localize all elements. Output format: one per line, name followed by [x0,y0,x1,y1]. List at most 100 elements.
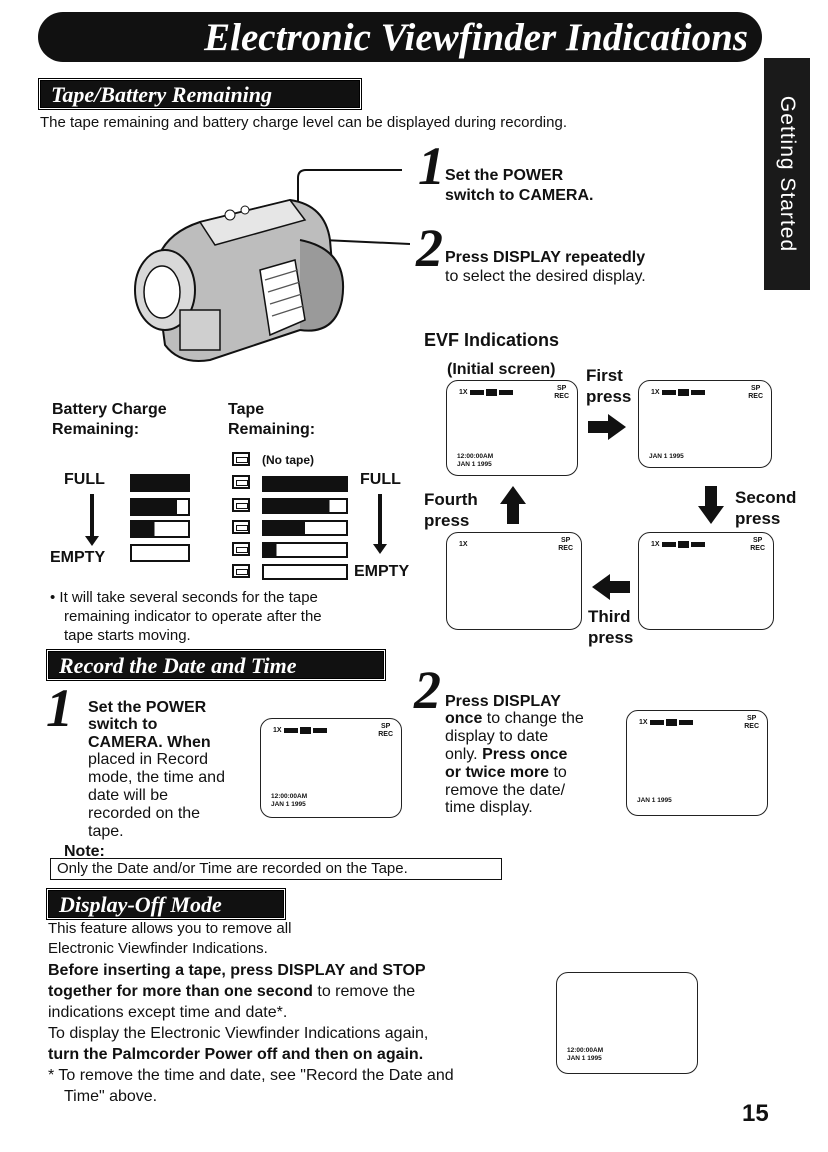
record-step-2-l3: display to date [445,728,549,745]
note-label: Note: [64,843,105,860]
tape-level-4 [262,542,348,558]
tape-icon-4 [232,542,250,556]
tape-label-1: Tape [228,401,265,418]
evf-rec: REC [750,545,765,552]
tape-note-line3: tape starts moving. [64,627,191,644]
step-1-number: 1 [418,136,445,196]
evf-third-label: Third [588,607,631,626]
evf-rec: REC [748,393,763,400]
arrow-down-icon [698,486,724,524]
arrow-right-icon [588,414,626,440]
side-tab: Getting Started [764,58,810,290]
evf-second-label: Second [735,488,797,507]
arrow-up-icon [500,486,526,524]
page-title: Electronic Viewfinder Indications [204,15,748,59]
record-step-1-l6: date will be [88,787,169,804]
evf-first-label: First [586,366,623,385]
battery-full-label: FULL [64,471,105,488]
tape-note-line2: remaining indicator to operate after the [64,608,322,625]
step-2-text: to select the desired display. [445,268,646,285]
step-1-line2: switch to CAMERA. [445,187,594,204]
evf-zoom: 1X [651,541,660,548]
tape-label-2: Remaining: [228,421,316,438]
record-step-2-once: once [445,710,483,727]
step-1-line1: Set the POWER [445,167,564,184]
battery-label-2: Remaining: [52,421,140,438]
record-step-2-l5: or twice more to [445,764,567,782]
evf-fourth-label: Fourth [424,490,478,509]
step-2-bold: Press DISPLAY repeatedly [445,249,646,266]
evf-sp: SP [380,723,391,730]
evf-date: JAN 1 1995 [637,797,672,804]
record-step-1-l3: CAMERA. When [88,734,211,751]
record-step-2-head: Press DISPLAY [445,693,561,710]
evf-zoom: 1X [459,389,468,396]
section-heading-tape-battery: Tape/Battery Remaining [38,78,362,110]
display-off-p4: together for more than one second to rem… [48,983,415,1001]
no-tape-text: (No tape) [262,453,314,467]
record-step-1-l8: tape. [88,823,124,840]
tape-empty-label: EMPTY [354,563,410,580]
evf-initial-status-row: 1X [459,389,513,396]
evf-time: 12:00:00AM [567,1047,604,1054]
battery-down-arrow [85,494,99,546]
tape-full-label: FULL [360,471,401,488]
tape-level-2 [262,498,348,514]
display-off-p5: indications except time and date*. [48,1004,288,1021]
tape-level-3 [262,520,348,536]
record-step-1-head: Set the POWER [88,699,207,716]
display-off-p3: Before inserting a tape, press DISPLAY a… [48,962,426,979]
page-title-bar: Electronic Viewfinder Indications [38,12,762,62]
record-step-2-l6: remove the date/ [445,782,566,799]
tape-level-full [262,476,348,492]
record-step-1-l4: placed in Record [88,751,209,768]
evf-fourth-label-2: press [424,511,470,530]
evf-screen-display-off: 12:00:00AM JAN 1 1995 [556,972,698,1074]
evf-date: JAN 1 1995 [649,453,684,460]
display-off-p4-bold: together for more than one second [48,983,313,1000]
battery-level-full [130,474,190,492]
display-off-p6: To display the Electronic Viewfinder Ind… [48,1025,429,1042]
display-off-p8: * To remove the time and date, see "Reco… [48,1067,454,1084]
evf-zoom: 1X [639,719,648,726]
evf-record-status-row: 1X [273,727,327,734]
step-2-number: 2 [416,218,443,278]
evf-third-label-2: press [588,628,634,647]
evf-sp: SP [746,715,757,722]
record-step-2-twice: or twice more [445,764,550,781]
record-step-2-l4: only. Press once [445,746,567,764]
evf-zoom: 1X [651,389,660,396]
page-number: 15 [742,1100,769,1127]
evf-date: JAN 1 1995 [271,801,306,808]
intro-text: The tape remaining and battery charge le… [40,114,567,131]
display-off-p1: This feature allows you to remove all [48,920,292,937]
evf-third-status-row: 1X [459,541,468,548]
record-step-2-l2-rest: to change the [482,710,584,727]
record-step-2-l2: once to change the [445,710,584,728]
arrow-left-icon [592,574,630,600]
evf-first-label-2: press [586,387,632,406]
section-heading-display-off: Display-Off Mode [46,888,286,920]
battery-level-3 [130,520,190,538]
evf-second-status-row: 1X [651,541,705,548]
evf-date: JAN 1 1995 [457,461,492,468]
note-box: Only the Date and/or Time are recorded o… [50,858,502,880]
battery-label-1: Battery Charge [52,401,167,418]
display-off-p4-rest: to remove the [312,983,416,1000]
record-step-1-l7: recorded on the [88,805,201,822]
evf-rec: REC [558,545,573,552]
evf-sp: SP [556,385,567,392]
record-step-1-number: 1 [46,678,73,738]
evf-time: 12:00:00AM [457,453,494,460]
